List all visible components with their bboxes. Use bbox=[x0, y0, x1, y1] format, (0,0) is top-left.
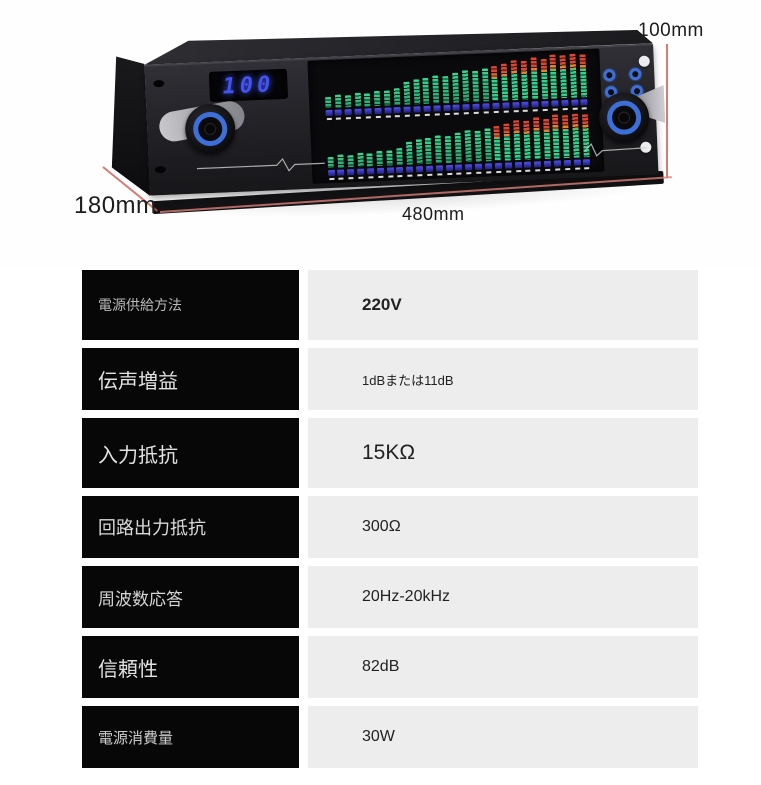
spectrum-bar bbox=[333, 64, 343, 120]
spec-value: 82dB bbox=[308, 636, 698, 698]
spec-label: 電源消費量 bbox=[82, 706, 299, 768]
spectrum-bar bbox=[326, 124, 335, 181]
spectrum-bar bbox=[493, 117, 502, 174]
spec-label: 入力抵抗 bbox=[82, 418, 299, 488]
spectrum-bar bbox=[402, 61, 411, 117]
spectrum-bar bbox=[513, 116, 522, 173]
screw-icon bbox=[638, 55, 651, 68]
spec-label: 伝声増益 bbox=[82, 348, 299, 410]
spectrum-bar bbox=[471, 58, 480, 114]
panel-button-icon bbox=[603, 69, 616, 82]
screw-hole-icon bbox=[154, 165, 167, 174]
dimension-label-width: 480mm bbox=[402, 204, 465, 224]
spectrum-bar bbox=[405, 121, 414, 177]
equalizer-front-panel: 100 bbox=[144, 43, 658, 196]
dimension-label-height: 100mm bbox=[638, 20, 704, 41]
spec-label: 周波数応答 bbox=[82, 566, 299, 628]
spectrum-bar bbox=[572, 113, 581, 170]
spectrum-bar bbox=[523, 116, 532, 172]
waveform-trace-icon bbox=[584, 143, 647, 157]
spectrum-bar bbox=[481, 57, 490, 114]
spectrum-bar bbox=[562, 114, 571, 171]
spectrum-bar bbox=[569, 53, 579, 110]
spectrum-bar bbox=[542, 115, 552, 172]
spectrum-bar bbox=[412, 60, 421, 117]
spectrum-bar bbox=[375, 122, 384, 179]
spectrum-bar bbox=[422, 60, 431, 117]
spectrum-bar bbox=[503, 116, 512, 173]
spectrum-bar bbox=[346, 123, 355, 180]
product-photo: 100 100mm 180mm 480mm bbox=[0, 0, 761, 266]
spectrum-bar bbox=[434, 119, 443, 176]
spectrum-bar bbox=[491, 57, 500, 114]
spectrum-bar bbox=[530, 55, 539, 112]
panel-button-icon bbox=[629, 67, 642, 81]
spectrum-bar bbox=[444, 119, 453, 176]
spectrum-bar bbox=[483, 117, 493, 174]
spectrum-bar bbox=[424, 120, 434, 176]
spec-label: 信頼性 bbox=[82, 636, 299, 698]
waveform-trace-icon bbox=[196, 157, 325, 172]
spectrum-bar bbox=[500, 57, 510, 113]
spec-label: 電源供給方法 bbox=[82, 270, 299, 340]
spectrum-bar bbox=[383, 61, 392, 118]
spec-value: 20Hz-20kHz bbox=[308, 566, 698, 628]
spectrum-bar bbox=[363, 62, 372, 119]
spectrum-bar bbox=[373, 62, 382, 119]
dimension-line-height bbox=[666, 44, 668, 178]
spec-value: 1dBまたは11dB bbox=[308, 348, 698, 410]
screw-hole-icon bbox=[153, 79, 165, 88]
spectrum-bar bbox=[385, 121, 394, 178]
spectrum-row bbox=[326, 113, 591, 181]
spectrum-row bbox=[324, 53, 589, 121]
dimension-label-depth: 180mm bbox=[74, 192, 157, 219]
led-display: 100 bbox=[208, 68, 289, 102]
spectrum-bar bbox=[353, 63, 362, 119]
spectrum-bar bbox=[451, 59, 461, 115]
spectrum-bar bbox=[474, 118, 483, 174]
spectrum-bar bbox=[520, 56, 529, 112]
spectrum-bar bbox=[454, 119, 463, 175]
spec-value: 30W bbox=[308, 706, 698, 768]
spectrum-bar bbox=[510, 56, 520, 113]
spectrum-bar bbox=[559, 54, 569, 111]
spec-label: 回路出力抵抗 bbox=[82, 496, 299, 558]
spectrum-bar bbox=[549, 54, 559, 111]
spectrum-bar bbox=[432, 59, 441, 116]
spectrum-bar bbox=[540, 55, 549, 112]
spectrum-bar bbox=[532, 115, 542, 172]
spec-value: 220V bbox=[308, 270, 698, 340]
spec-value: 300Ω bbox=[308, 496, 698, 558]
spectrum-bar bbox=[579, 53, 589, 110]
spectrum-bar bbox=[461, 58, 470, 115]
spectrum-bar bbox=[552, 114, 562, 171]
spectrum-bar bbox=[343, 63, 352, 120]
spectrum-bar bbox=[395, 121, 404, 178]
spectrum-bar bbox=[392, 61, 402, 118]
spectrum-bar bbox=[415, 120, 424, 177]
spec-value: 15KΩ bbox=[308, 418, 698, 488]
spectrum-analyzer-display bbox=[307, 48, 605, 184]
spectrum-bar bbox=[356, 123, 365, 179]
spectrum-bar bbox=[365, 122, 375, 179]
spectrum-bar bbox=[336, 123, 345, 180]
led-display-value: 100 bbox=[222, 71, 275, 99]
spectrum-bar bbox=[442, 59, 451, 116]
spectrum-bar bbox=[464, 118, 473, 175]
spectrum-bar bbox=[324, 64, 333, 121]
